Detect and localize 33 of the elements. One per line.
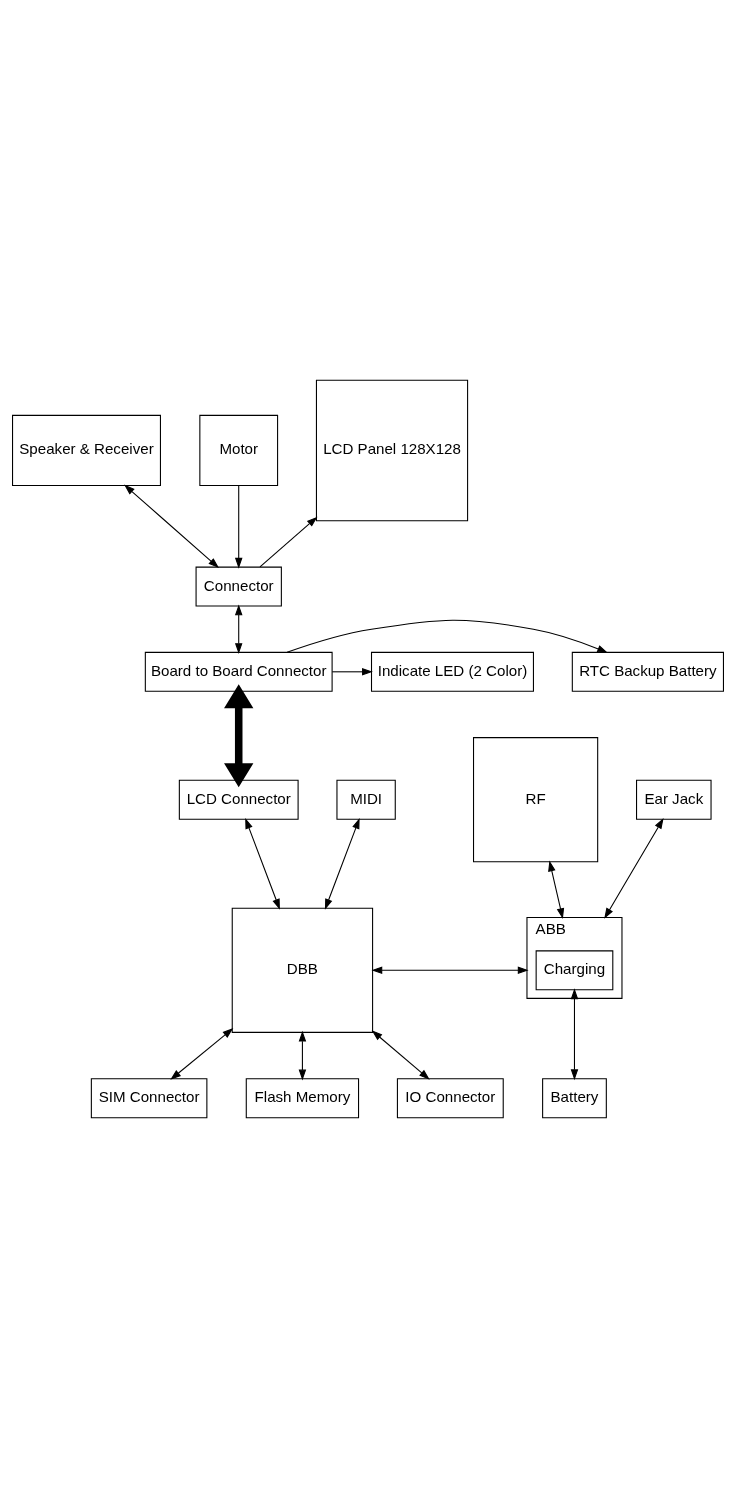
node-box: RTC Backup Battery: [571, 651, 724, 692]
arrow: [298, 1030, 307, 1080]
node-box: Charging: [535, 949, 614, 990]
node-box: Battery: [542, 1077, 607, 1118]
node-box: Ear Jack: [636, 779, 712, 820]
node-box: Flash Memory: [245, 1077, 360, 1118]
arrow: [548, 860, 565, 919]
arrow: [286, 619, 608, 653]
arrow: [570, 987, 579, 1080]
arrow: [604, 817, 664, 919]
arrow: [124, 484, 220, 568]
node-box: RF: [473, 736, 599, 862]
arrow: [371, 966, 529, 974]
node-box: LCD Panel 128X128: [315, 379, 469, 521]
arrow: [324, 817, 360, 910]
node-box: DBB: [231, 907, 374, 1033]
arrow: [234, 603, 243, 654]
node-box: Board to Board Connector: [144, 651, 333, 692]
node-box: SIM Connector: [90, 1077, 208, 1118]
arrow: [371, 1029, 430, 1080]
node-box: MIDI: [336, 779, 396, 820]
arrow: [259, 516, 318, 567]
node-box: Speaker & Receiver: [12, 414, 161, 486]
arrow: [331, 667, 373, 676]
arrow: [224, 683, 254, 787]
arrow: [245, 817, 280, 910]
node-box: IO Connector: [396, 1077, 504, 1118]
arrow: [234, 484, 243, 569]
arrow: [170, 1027, 234, 1080]
node-box: Motor: [199, 414, 279, 486]
node-box: Connector: [195, 566, 282, 606]
node-box: Indicate LED (2 Color): [370, 651, 534, 692]
node-box: LCD Connector: [178, 779, 299, 820]
